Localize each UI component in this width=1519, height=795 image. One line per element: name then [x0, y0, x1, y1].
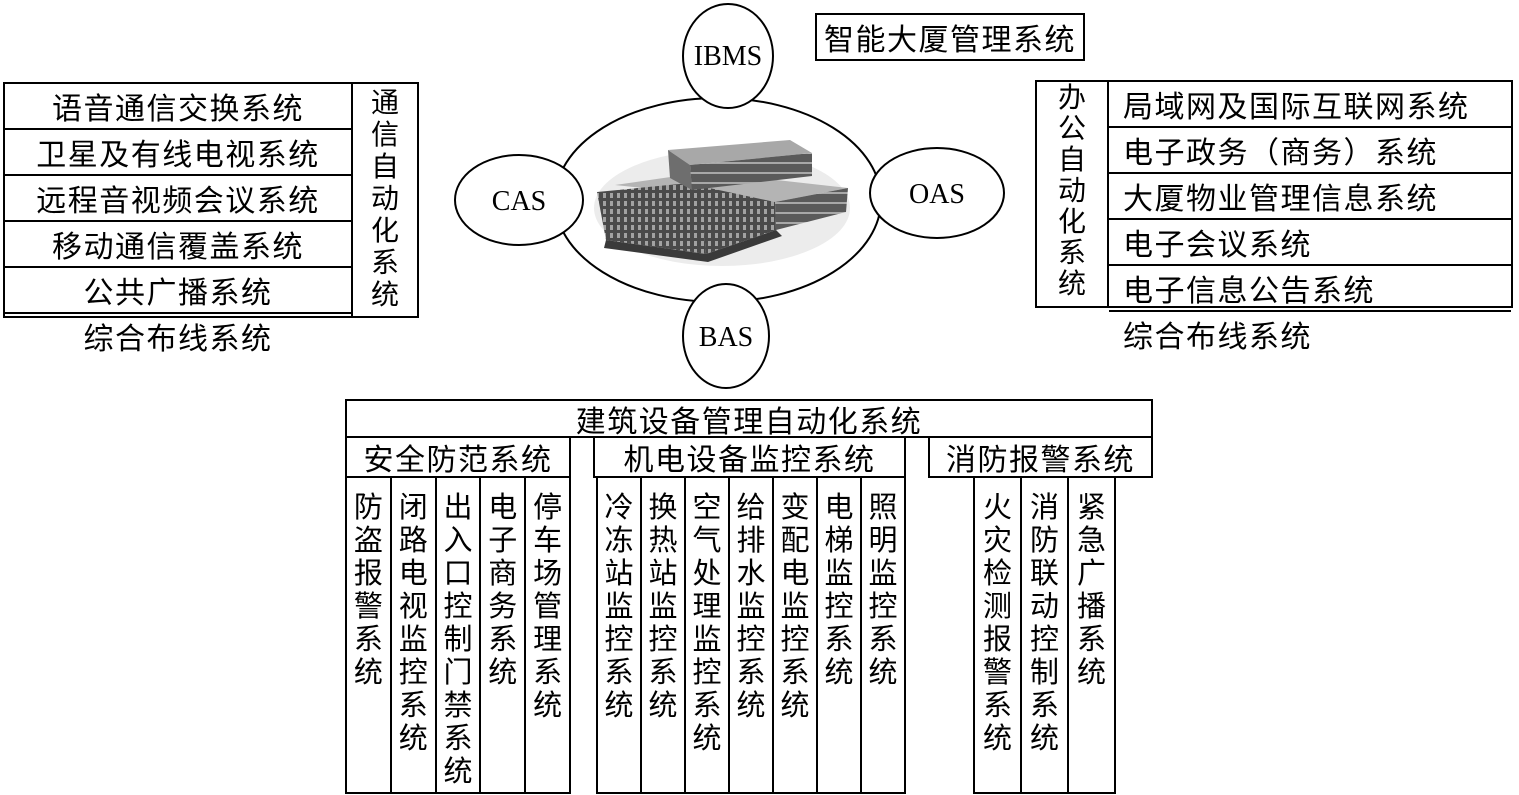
subsystem-label: 防盗报警系统 [354, 492, 383, 690]
group-label-text: 消防报警系统 [946, 435, 1135, 479]
subsystem-column: 停车场管理系统 [524, 478, 569, 792]
subsystem-column: 给排水监控系统 [728, 478, 772, 792]
cas-item: 卫星及有线电视系统 [5, 128, 351, 174]
group-label-text: 安全防范系统 [364, 435, 553, 479]
title-box: 智能大厦管理系统 [815, 13, 1085, 61]
mechanical-subsystems: 冷冻站监控系统 换热站监控系统 空气处理监控系统 给排水监控系统 变配电监控系统… [596, 476, 906, 794]
subsystem-column: 电梯监控系统 [816, 478, 860, 792]
oas-item-list: 局域网及国际互联网系统 电子政务（商务）系统 大厦物业管理信息系统 电子会议系统… [1109, 82, 1511, 306]
oas-item: 综合布线系统 [1109, 310, 1511, 356]
subsystem-label: 冷冻站监控系统 [605, 492, 634, 723]
cas-heading-cell: 通信自动化系统 [353, 84, 417, 316]
subsystem-column: 照明监控系统 [860, 478, 904, 792]
cas-item: 语音通信交换系统 [5, 84, 351, 128]
group-label-mechanical: 机电设备监控系统 [593, 436, 906, 478]
page-title: 智能大厦管理系统 [824, 15, 1076, 59]
subsystem-column: 换热站监控系统 [640, 478, 684, 792]
subsystem-column: 防盗报警系统 [347, 478, 390, 792]
oas-heading-cell: 办公自动化系统 [1037, 82, 1109, 306]
oas-item: 局域网及国际互联网系统 [1109, 82, 1511, 126]
oas-item-label: 大厦物业管理信息系统 [1123, 174, 1438, 218]
cas-item: 综合布线系统 [5, 312, 351, 358]
cas-item-list: 语音通信交换系统 卫星及有线电视系统 远程音视频会议系统 移动通信覆盖系统 公共… [5, 84, 353, 316]
cas-item-label: 语音通信交换系统 [52, 84, 304, 128]
oas-item: 电子政务（商务）系统 [1109, 126, 1511, 172]
oas-heading: 办公自动化系统 [1058, 83, 1086, 300]
subsystem-column: 出入口控制门禁系统 [435, 478, 480, 792]
group-label-text: 机电设备监控系统 [624, 435, 876, 479]
subsystem-label: 停车场管理系统 [533, 492, 562, 723]
oas-item: 大厦物业管理信息系统 [1109, 172, 1511, 218]
subsystem-column: 火灾检测报警系统 [975, 478, 1020, 792]
oas-item-label: 局域网及国际互联网系统 [1123, 82, 1470, 126]
oas-item-label: 电子政务（商务）系统 [1123, 128, 1438, 172]
subsystem-column: 变配电监控系统 [772, 478, 816, 792]
subsystem-label: 火灾检测报警系统 [983, 492, 1012, 756]
subsystem-label: 换热站监控系统 [649, 492, 678, 723]
subsystem-column: 紧急广播系统 [1067, 478, 1114, 792]
subsystem-label: 出入口控制门禁系统 [443, 492, 472, 789]
oas-item-label: 综合布线系统 [1123, 312, 1312, 356]
bas-label: BAS [699, 322, 753, 353]
cas-item-label: 综合布线系统 [84, 314, 273, 358]
cas-item-label: 远程音视频会议系统 [36, 176, 320, 220]
subsystem-label: 照明监控系统 [869, 492, 898, 690]
cas-item: 远程音视频会议系统 [5, 174, 351, 220]
subsystem-label: 空气处理监控系统 [693, 492, 722, 756]
subsystem-label: 变配电监控系统 [781, 492, 810, 723]
security-subsystems: 防盗报警系统 闭路电视监控系统 出入口控制门禁系统 电子商务系统 停车场管理系统 [345, 476, 571, 794]
ibms-label: IBMS [694, 41, 762, 72]
oas-item: 电子信息公告系统 [1109, 264, 1511, 310]
group-label-fire: 消防报警系统 [928, 436, 1153, 478]
bas-heading: 建筑设备管理自动化系统 [576, 397, 923, 441]
subsystem-column: 闭路电视监控系统 [390, 478, 435, 792]
subsystem-label: 闭路电视监控系统 [399, 492, 428, 756]
subsystem-label: 电子商务系统 [488, 492, 517, 690]
bas-heading-box: 建筑设备管理自动化系统 [345, 399, 1153, 438]
subsystem-label: 给排水监控系统 [737, 492, 766, 723]
cas-label: CAS [492, 186, 546, 217]
subsystem-label: 消防联动控制系统 [1030, 492, 1059, 756]
subsystem-column: 空气处理监控系统 [684, 478, 728, 792]
cas-item-label: 移动通信覆盖系统 [52, 222, 304, 266]
group-label-security: 安全防范系统 [345, 436, 571, 478]
cas-item: 公共广播系统 [5, 266, 351, 312]
oas-item-label: 电子信息公告系统 [1123, 266, 1375, 310]
subsystem-column: 冷冻站监控系统 [598, 478, 640, 792]
cas-panel: 语音通信交换系统 卫星及有线电视系统 远程音视频会议系统 移动通信覆盖系统 公共… [3, 82, 419, 318]
cas-item-label: 卫星及有线电视系统 [36, 130, 320, 174]
oas-panel: 办公自动化系统 局域网及国际互联网系统 电子政务（商务）系统 大厦物业管理信息系… [1035, 80, 1513, 308]
subsystem-label: 电梯监控系统 [825, 492, 854, 690]
oas-item: 电子会议系统 [1109, 218, 1511, 264]
fire-subsystems: 火灾检测报警系统 消防联动控制系统 紧急广播系统 [973, 476, 1116, 794]
subsystem-label: 紧急广播系统 [1077, 492, 1106, 690]
cas-heading: 通信自动化系统 [371, 88, 399, 312]
subsystem-column: 消防联动控制系统 [1020, 478, 1067, 792]
oas-label: OAS [909, 179, 965, 210]
subsystem-column: 电子商务系统 [479, 478, 524, 792]
cas-item: 移动通信覆盖系统 [5, 220, 351, 266]
cas-item-label: 公共广播系统 [84, 268, 273, 312]
oas-item-label: 电子会议系统 [1123, 220, 1312, 264]
